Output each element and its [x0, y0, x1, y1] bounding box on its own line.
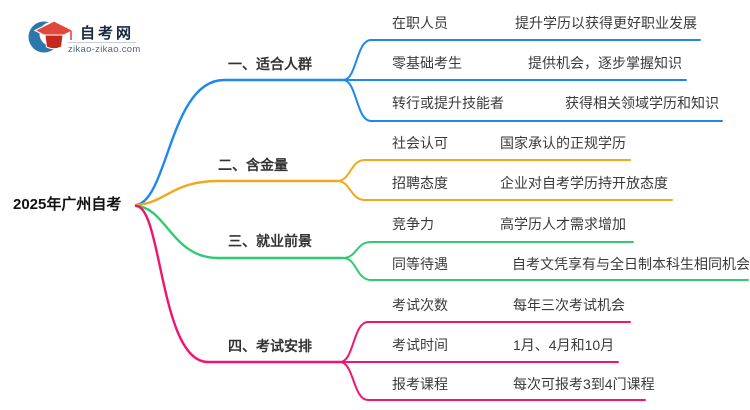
logo-divider — [68, 42, 136, 43]
branch-1-row-3-line — [342, 79, 723, 122]
branch-4-row-1-line — [339, 321, 631, 363]
branch-2-connectors — [134, 159, 673, 207]
site-logo[interactable]: 自考网 zikao-zikao.com — [28, 14, 148, 58]
branch-4-label: 四、考试安排 — [228, 338, 312, 354]
branch-3-row-1-line — [342, 241, 634, 259]
graduation-cap-icon — [28, 20, 75, 53]
branch-3-label: 三、就业前景 — [228, 233, 312, 249]
branch-2-row-1-detail: 国家承认的正规学历 — [500, 135, 626, 151]
branch-4-row-3-line — [339, 361, 646, 401]
branch-2-row-1-line — [336, 159, 631, 182]
branch-4-row-3-detail: 每次可报考3到4门课程 — [513, 376, 655, 392]
branch-3-row-2-detail: 自考文凭享有与全日制本科生相同机会 — [512, 256, 750, 272]
root-node: 2025年广州自考 — [13, 196, 122, 213]
branch-1-connectors — [134, 39, 723, 207]
branch-1-row-2-detail: 提供机会，逐步掌握知识 — [528, 55, 682, 71]
branch-4-connectors — [134, 204, 646, 401]
branch-2-trunk — [134, 179, 339, 207]
branch-2-row-2-detail: 企业对自考学历持开放态度 — [500, 175, 668, 191]
branch-1-row-1-line — [342, 39, 701, 81]
branch-3-row-2-label: 同等待遇 — [392, 256, 448, 272]
branch-2-row-1-label: 社会认可 — [392, 135, 448, 151]
branch-1-row-2-label: 零基础考生 — [392, 55, 462, 71]
branch-2-row-2-label: 招聘态度 — [392, 175, 448, 191]
logo-url: zikao-zikao.com — [68, 44, 141, 55]
branch-3-row-2-line — [342, 257, 749, 281]
branch-1-row-1-label: 在职人员 — [392, 15, 448, 31]
branch-1-row-3-label: 转行或提升技能者 — [392, 95, 504, 111]
branch-2-label: 二、含金量 — [218, 157, 288, 173]
branch-3-connectors — [134, 204, 749, 281]
branch-4-row-2-label: 考试时间 — [392, 337, 448, 353]
branch-4-trunk — [134, 204, 342, 364]
logo-title: 自考网 — [80, 25, 135, 42]
branch-4-row-1-label: 考试次数 — [392, 297, 448, 313]
branch-3-row-1-detail: 高学历人才需求增加 — [500, 216, 626, 232]
branch-1-row-3-detail: 获得相关领域学历和知识 — [565, 95, 719, 111]
branch-1-row-1-detail: 提升学历以获得更好职业发展 — [515, 15, 697, 31]
branch-4-row-2-detail: 1月、4月和10月 — [513, 337, 615, 353]
branch-1-label: 一、适合人群 — [228, 56, 312, 72]
branch-4-row-1-detail: 每年三次考试机会 — [513, 297, 625, 313]
branch-3-row-1-label: 竞争力 — [392, 216, 434, 232]
branch-4-row-3-label: 报考课程 — [392, 376, 448, 392]
branch-3-trunk — [134, 204, 345, 260]
branch-1-trunk — [134, 78, 345, 207]
branch-2-row-2-line — [336, 180, 673, 201]
